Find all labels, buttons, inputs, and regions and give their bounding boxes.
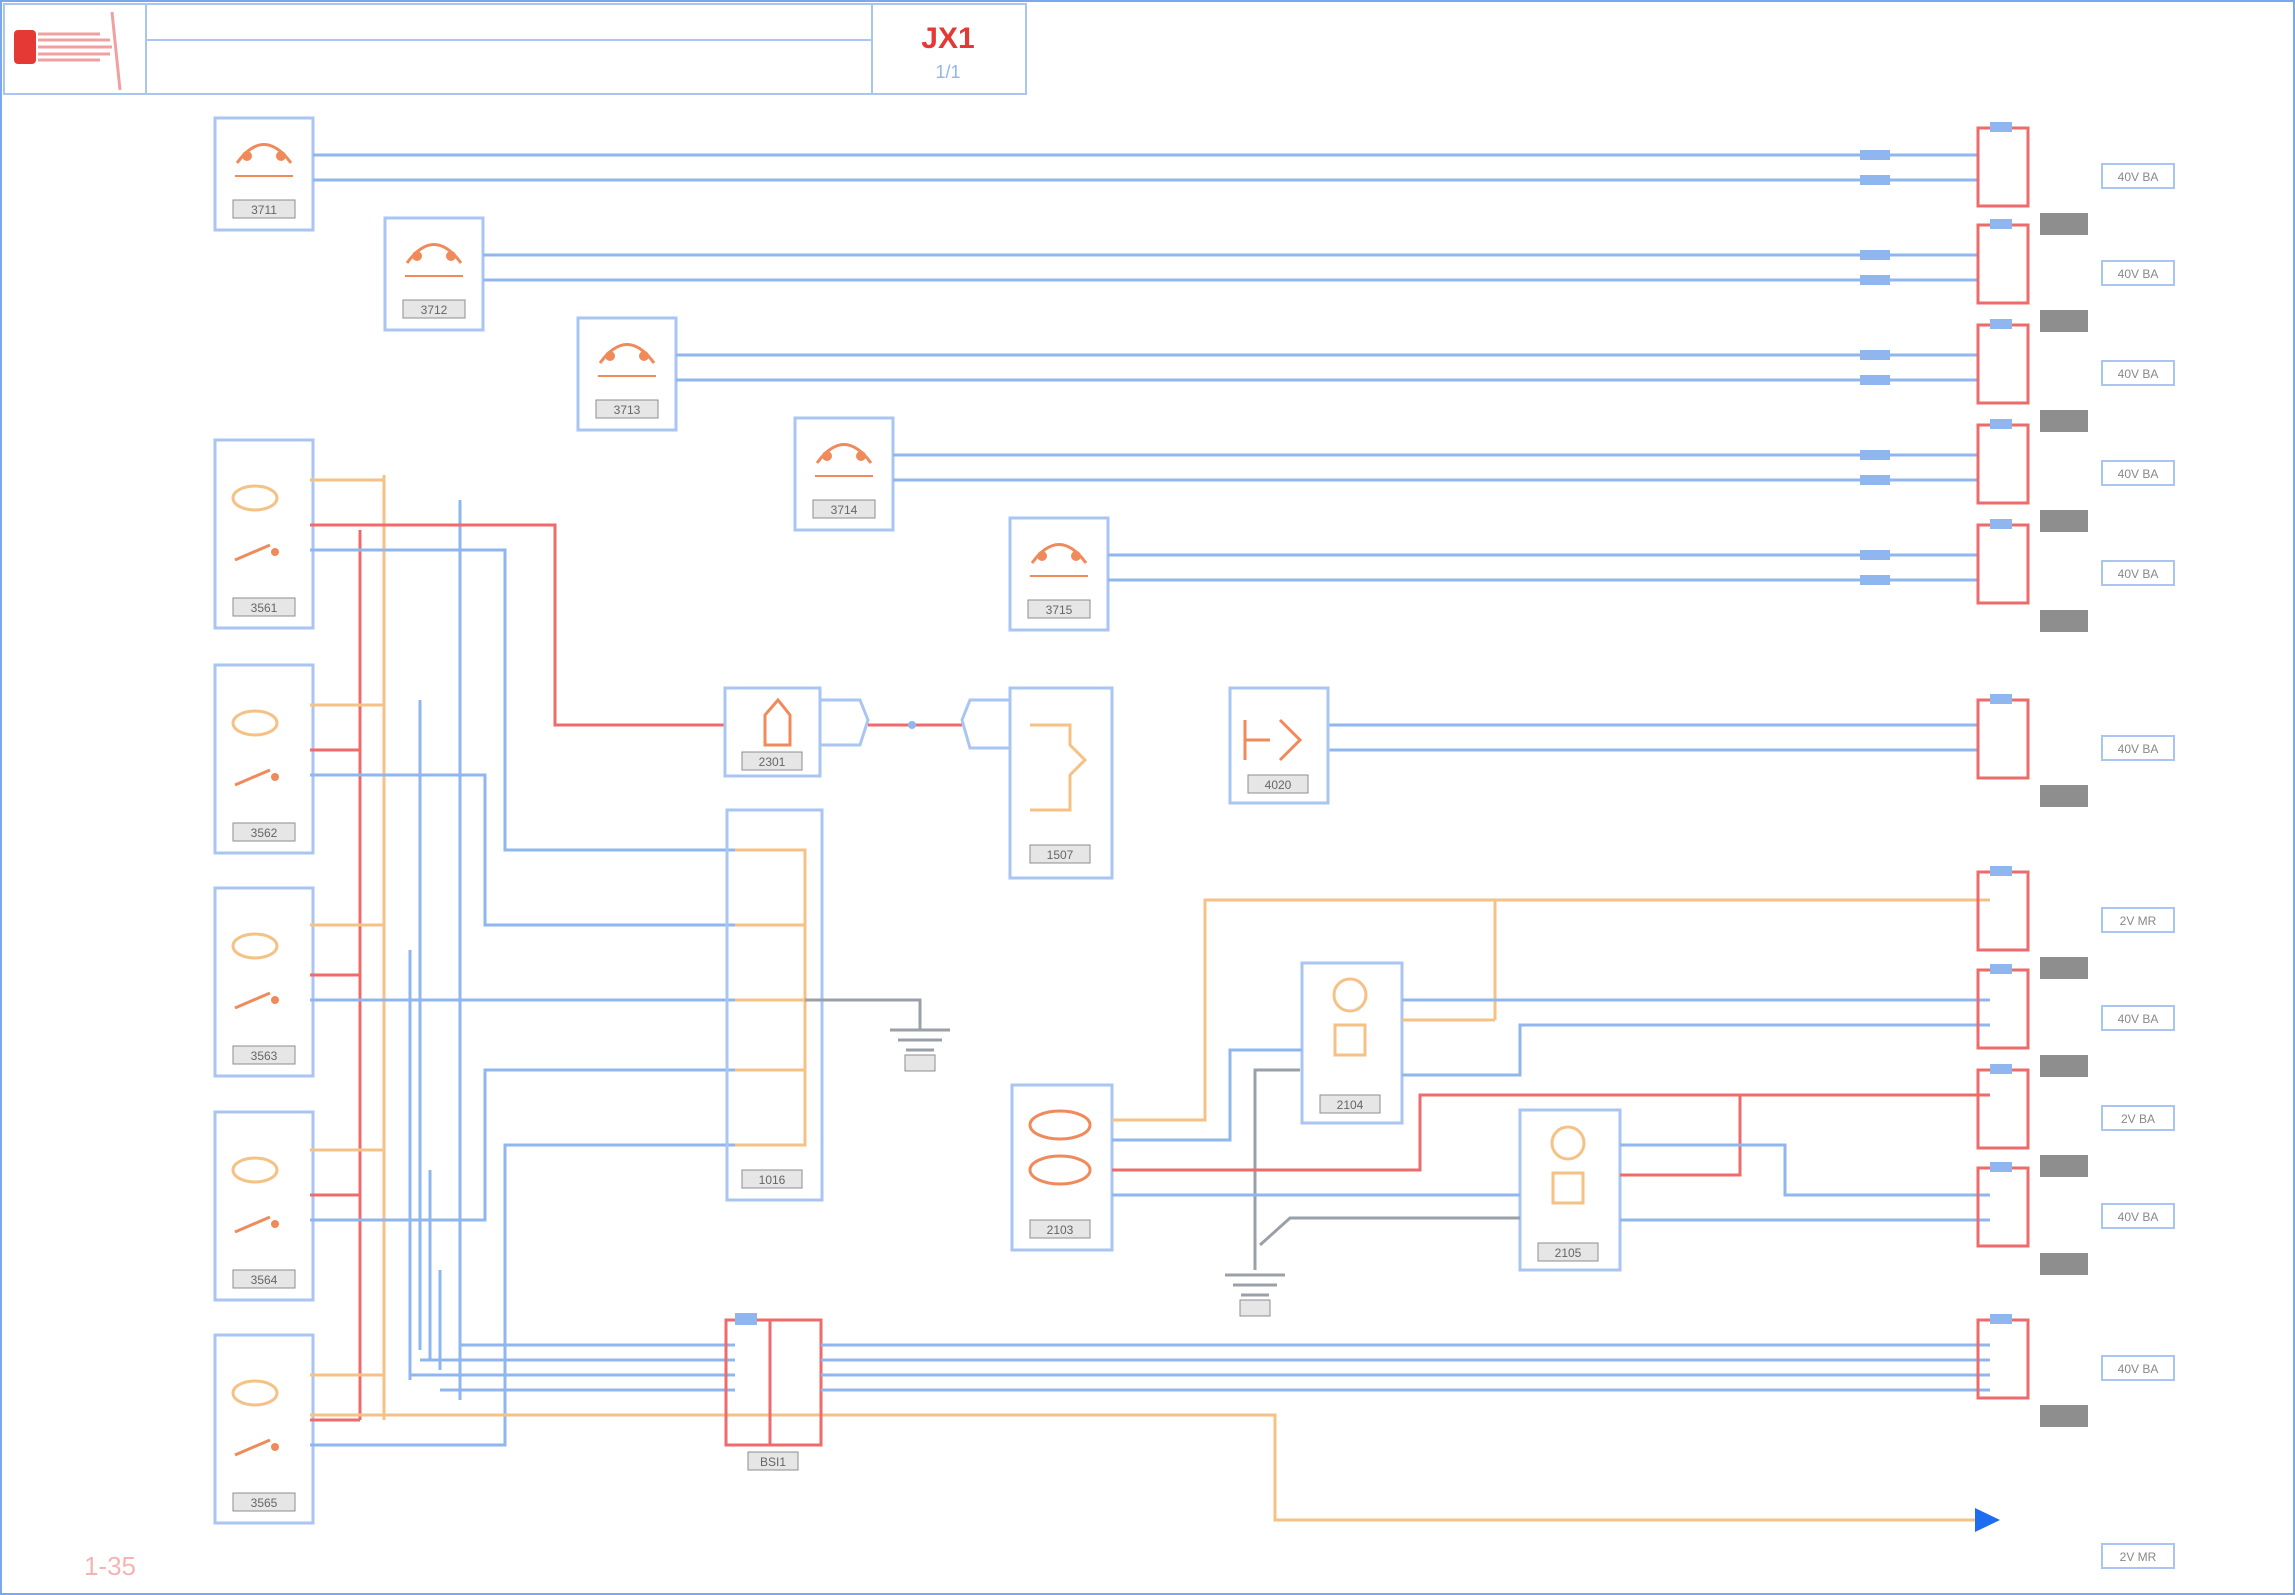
connector-label: 2V MR [2120,1550,2157,1564]
sensor-label: 3714 [831,503,858,517]
connector-tag [2040,785,2088,807]
page-reference: 1-35 [84,1551,136,1581]
connector-tag [2040,1055,2088,1077]
label-4020: 4020 [1265,778,1292,792]
sensor-label: 3712 [421,303,448,317]
wire-color-tag [1860,475,1890,485]
bsi-connector [724,1318,823,1447]
label-2103: 2103 [1047,1223,1074,1237]
switch-label: 3565 [251,1496,278,1510]
connector-tag [2040,213,2088,235]
right-connector-4: 40V BA [1976,419,2175,532]
right-connector-1: 40V BA [1976,122,2175,235]
right-connector-2: 40V BA [1976,219,2175,332]
connector-label: 40V BA [2118,1362,2159,1376]
label-2104: 2104 [1337,1098,1364,1112]
connector-label: 40V BA [2118,742,2159,756]
connector-tag [2040,610,2088,632]
wire-color-tag [1860,450,1890,460]
right-connector-11: 40V BA [1976,1314,2175,1427]
switch-3564: 3564 [213,1110,315,1302]
label-bsi: BSI1 [760,1455,786,1469]
connector-label: 40V BA [2118,1012,2159,1026]
wire-color-tag [1860,350,1890,360]
right-connector-7: 2V MR [1976,866,2175,979]
component-2103 [1010,1083,1114,1252]
connector-label: 40V BA [2118,567,2159,581]
right-connectors: 40V BA 40V BA 40V BA 40V BA 40V BA 40V BA 2V M… [1976,122,2175,1569]
sensor-label: 3711 [251,203,277,217]
connector-block-1016 [725,808,824,1202]
switch-3561: 3561 [213,438,315,630]
wires-4020 [1328,723,1978,752]
connector-tag [2040,1155,2088,1177]
wire-color-tag [1860,250,1890,260]
right-connector-5: 40V BA [1976,519,2175,632]
continuation-arrow-icon [1975,1508,2000,1532]
right-connector-3: 40V BA [1976,319,2175,432]
sensor-3711: 3711 [213,116,1978,232]
switch-label: 3562 [251,826,278,840]
component-2105 [1518,1108,1622,1272]
label-1507: 1507 [1047,848,1074,862]
right-connector-10: 40V BA [1976,1162,2175,1275]
sensor-label: 3713 [614,403,641,417]
label-1016: 1016 [759,1173,786,1187]
brand-logo [14,11,122,91]
wire-color-tag [1860,375,1890,385]
connector-tag [2040,410,2088,432]
connector-label: 2V BA [2121,1112,2155,1126]
center-components: 2301 1507 1016 4020 2103 2104 [723,686,2000,1532]
switch-3565: 3565 [213,1333,315,1525]
fuse-2301 [723,686,822,778]
diagram-code: JX1 [921,22,974,55]
sensor-3712: 3712 [383,216,1978,332]
label-2105: 2105 [1555,1246,1582,1260]
connector-tag [2040,1405,2088,1427]
connector-tag [2040,510,2088,532]
component-2104 [1300,961,1404,1125]
wire-color-tag [1860,550,1890,560]
label-2301: 2301 [759,755,786,769]
right-connector-6: 40V BA [1976,694,2175,807]
switch-3563: 3563 [213,886,315,1078]
connector-tag [2040,957,2088,979]
switch-label: 3564 [251,1273,278,1287]
left-bus-wires [310,475,1990,1522]
connector-label: 40V BA [2118,170,2159,184]
connector-tag [2040,310,2088,332]
right-connector-12: 2V MR [2101,1543,2175,1569]
connector-tag [2040,1253,2088,1275]
connector-label: 2V MR [2120,914,2157,928]
component-4020 [1228,686,1330,805]
right-connector-9: 2V BA [1976,1064,2175,1177]
relay-1507 [1008,686,1114,880]
wire-color-tag [1860,150,1890,160]
diagram-sub: 1/1 [935,62,960,82]
connector-label: 40V BA [2118,267,2159,281]
switch-3562: 3562 [213,663,315,855]
connector-label: 40V BA [2118,367,2159,381]
connector-label: 40V BA [2118,1210,2159,1224]
sensor-label: 3715 [1046,603,1073,617]
wire-color-tag [1860,575,1890,585]
sensor-3713: 3713 [576,316,1978,432]
wire-color-tag [1860,275,1890,285]
header-block: JX1 1/1 [3,3,1027,95]
sensor-3715: 3715 [1008,516,1978,632]
switch-label: 3563 [251,1049,278,1063]
sensor-3714: 3714 [793,416,1978,532]
right-connector-8: 40V BA [1976,964,2175,1077]
switch-column: 3561 3562 3563 3564 3565 [213,438,315,1525]
connector-label: 40V BA [2118,467,2159,481]
wire-color-tag [1860,175,1890,185]
switch-label: 3561 [251,601,278,615]
sensor-rows: 3711 3712 3713 3714 3715 [213,116,1978,752]
